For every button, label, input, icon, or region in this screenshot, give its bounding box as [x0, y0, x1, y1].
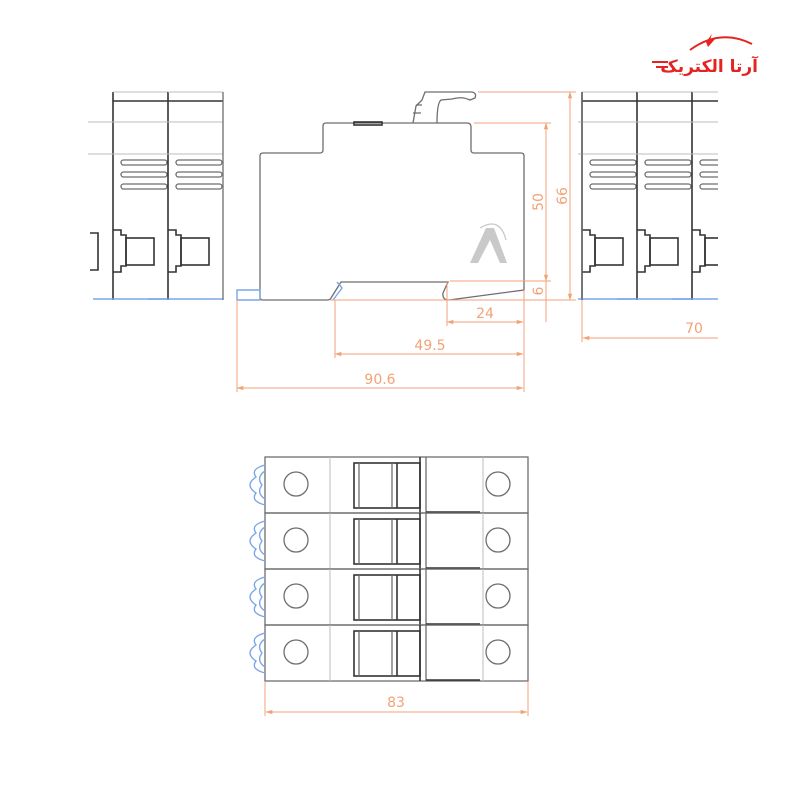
handle-lever [412, 91, 477, 124]
dim-90-6: 90.6 [364, 372, 395, 388]
watermark-letter: A [486, 248, 487, 251]
terminal-screw-right [485, 527, 511, 553]
din-clip-icon [249, 520, 266, 562]
brand-logo: آرتا الکتریک [652, 34, 759, 77]
terminal-screw-right [485, 471, 511, 497]
terminal-screw-left [283, 583, 309, 609]
toggle-handle [353, 574, 421, 621]
toggle-handle [353, 630, 421, 677]
dim-49-5: 49.5 [414, 338, 445, 354]
terminal-screw-left [283, 527, 309, 553]
bottom-view [249, 456, 529, 682]
bottom-view-dimension: 83 [264, 682, 529, 716]
dim-6: 6 [531, 286, 547, 295]
front-view-right: 70 [578, 91, 718, 342]
dim-24: 24 [476, 306, 494, 322]
terminal-screw-right [485, 639, 511, 665]
side-view: A [236, 91, 525, 301]
din-clip-icon [249, 464, 266, 506]
terminal-screw-right [485, 583, 511, 609]
front-view-left [88, 91, 224, 301]
side-view-dimensions: 66 50 6 24 49.5 90.6 [236, 91, 576, 392]
dim-66: 66 [555, 187, 571, 205]
dim-83: 83 [387, 695, 405, 711]
terminal-screw-left [283, 471, 309, 497]
toggle-handle [353, 518, 421, 565]
toggle-handle [353, 462, 421, 509]
din-clip [236, 281, 343, 301]
dim-50: 50 [531, 193, 547, 211]
din-clip-icon [249, 576, 266, 618]
logo-text: آرتا الکتریک [660, 55, 759, 77]
din-clip-icon [249, 632, 266, 674]
terminal-screw-left [283, 639, 309, 665]
watermark-logo: A [470, 223, 507, 263]
dim-70: 70 [685, 321, 703, 337]
pole-outline [264, 624, 529, 682]
